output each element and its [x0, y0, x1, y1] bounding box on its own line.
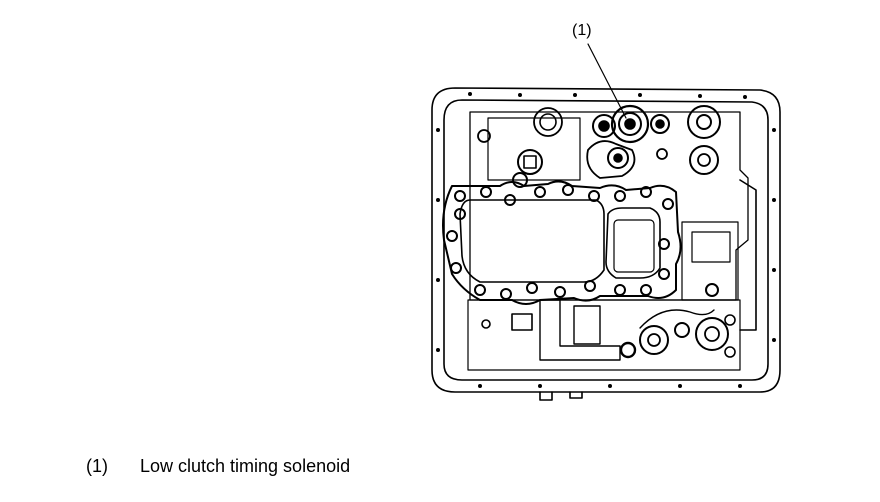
upper-left-housing — [487, 117, 581, 181]
lower-valve-block — [467, 299, 741, 371]
solenoid-right-mid — [689, 145, 719, 175]
gasket-plate — [442, 180, 682, 305]
small-port — [656, 148, 668, 160]
flange-bolt-holes — [436, 92, 776, 388]
gasket-window — [605, 207, 661, 279]
bottom-port — [674, 322, 690, 338]
bottom-port-3 — [481, 319, 491, 329]
wire-harness — [639, 309, 715, 329]
lower-bracket — [573, 305, 601, 345]
gasket-bolts — [446, 184, 674, 300]
accumulator-left — [533, 107, 563, 137]
bottom-port-4 — [724, 314, 736, 326]
right-bolt — [705, 283, 719, 297]
lower-clip — [511, 313, 533, 331]
solenoid-bottom-center — [639, 325, 669, 355]
solenoid-bottom-right — [695, 317, 729, 351]
solenoid-top-left — [592, 114, 616, 138]
pan-inner-wall — [443, 99, 769, 381]
lower-channel — [539, 299, 621, 361]
valve-body-diagram: (1) — [431, 22, 781, 401]
solenoid-left-mid — [517, 149, 543, 175]
drain-tab — [539, 391, 553, 401]
pan-outer-flange — [431, 87, 781, 393]
bottom-port-2 — [619, 341, 637, 359]
legend-label: Low clutch timing solenoid — [140, 456, 351, 476]
small-port-2 — [512, 172, 528, 188]
right-spool — [691, 231, 731, 263]
callout-label: (1) — [572, 22, 592, 39]
gasket-inner-opening — [459, 199, 605, 283]
small-port-3 — [477, 129, 491, 143]
low-clutch-timing-solenoid — [610, 104, 650, 144]
solenoid-top-right — [687, 105, 721, 139]
gasket-window-inner — [613, 219, 655, 273]
drain-tab-2 — [569, 391, 583, 399]
bottom-port-5 — [724, 346, 736, 358]
solenoid-top-mid — [650, 114, 670, 134]
side-rail — [739, 179, 757, 331]
solenoid-center — [586, 140, 636, 179]
legend: (1) Low clutch timing solenoid — [86, 456, 350, 477]
callout-leader-line — [587, 43, 627, 119]
legend-number: (1) — [86, 456, 108, 476]
accumulator-left-inner — [539, 113, 557, 131]
valve-body-drawing — [431, 43, 781, 401]
